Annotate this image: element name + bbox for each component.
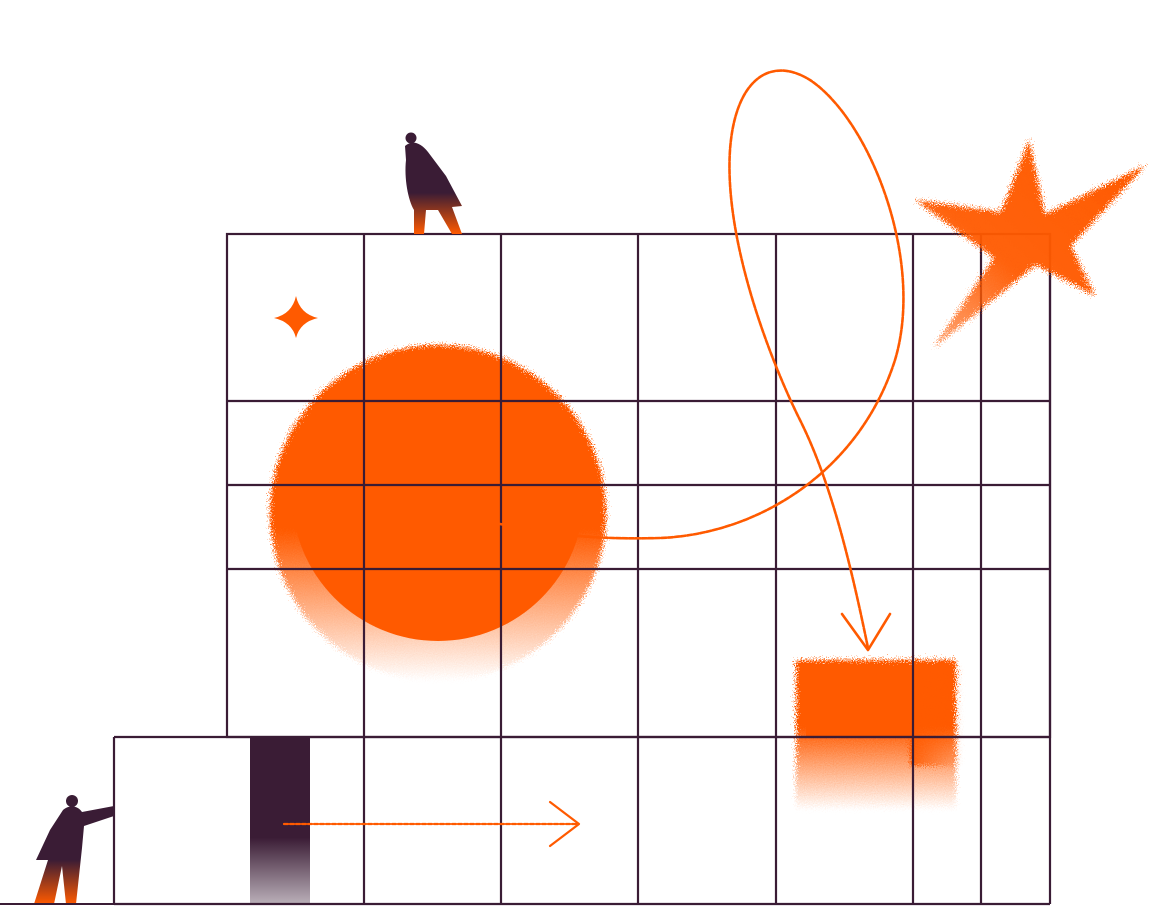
person-icon <box>34 795 114 904</box>
orange-square <box>796 660 962 810</box>
dark-bar <box>250 738 310 904</box>
sparkle-icon <box>274 296 318 338</box>
person-icon <box>405 132 462 234</box>
arrow-icon <box>282 800 581 848</box>
star-icon <box>915 140 1146 348</box>
loop-arrow <box>498 69 905 652</box>
sun-circle <box>270 345 606 681</box>
